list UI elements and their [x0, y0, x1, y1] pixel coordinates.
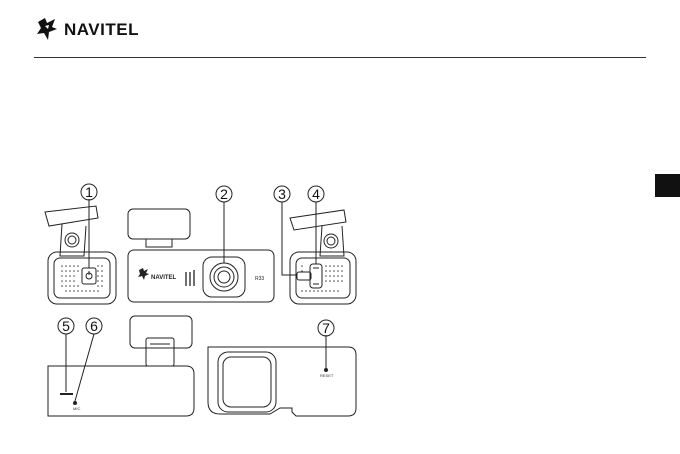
- callout-3: 3: [274, 186, 290, 202]
- callout-2: 2: [216, 186, 232, 202]
- callout-1: 1: [81, 184, 97, 200]
- lens-icon: [210, 263, 238, 291]
- svg-text:2: 2: [220, 186, 228, 202]
- svg-text:4: 4: [312, 186, 320, 202]
- camera-side-view-right: 3 4: [274, 186, 356, 304]
- reset-hole: [325, 369, 328, 372]
- callout-5: 5: [58, 318, 74, 334]
- camera-bottom-view: MIC 5 6: [48, 316, 194, 416]
- device-model-label: R33: [255, 276, 264, 282]
- svg-text:3: 3: [278, 186, 286, 202]
- svg-text:7: 7: [322, 320, 330, 336]
- usb-port: [297, 272, 311, 280]
- reset-label: RESET: [320, 373, 334, 378]
- device-brand-label: NAVITEL: [151, 275, 177, 281]
- callout-6: 6: [86, 318, 102, 334]
- camera-front-view: NAVITEL R33 2: [128, 186, 274, 302]
- power-icon: [86, 271, 92, 279]
- camera-side-view-left: 1: [45, 184, 116, 304]
- svg-text:5: 5: [62, 318, 70, 334]
- brand-logo-small-icon: [138, 268, 149, 280]
- mic-label: MIC: [73, 406, 80, 411]
- microphone-hole: [74, 402, 77, 405]
- camera-top-view: RESET 7: [208, 320, 356, 416]
- callout-4: 4: [308, 186, 324, 202]
- callout-7: 7: [318, 320, 334, 336]
- svg-text:1: 1: [85, 184, 93, 200]
- tuned-logo-icon: [186, 270, 194, 286]
- svg-text:6: 6: [90, 318, 98, 334]
